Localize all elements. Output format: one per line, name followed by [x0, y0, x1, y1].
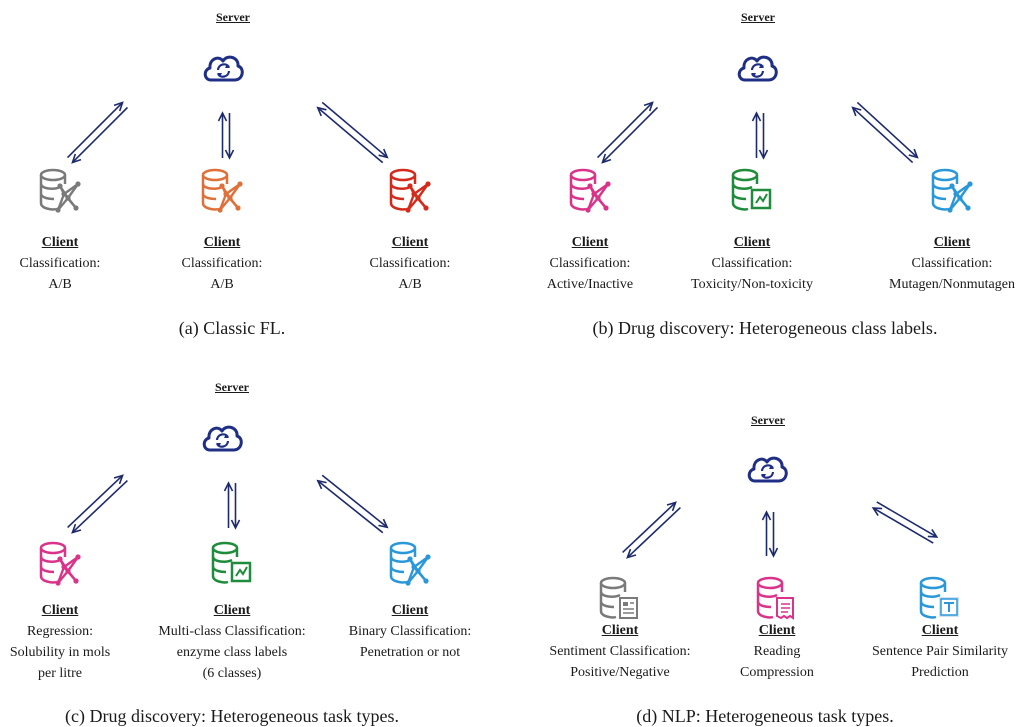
- bidirectional-arrow-icon: [223, 481, 241, 530]
- client-label: Client: [213, 603, 251, 618]
- client-task: Classification: A/B: [19, 256, 101, 292]
- server-label: Server: [215, 380, 249, 394]
- client-label: Client: [601, 623, 639, 638]
- cloud-sync-icon: [737, 55, 778, 82]
- client-label: Client: [921, 623, 959, 638]
- client-label: Client: [203, 235, 241, 250]
- database-network-icon: [389, 541, 431, 586]
- database-network-icon: [39, 541, 81, 586]
- database-text-icon: [919, 576, 959, 619]
- client-task: Classification: Mutagen/Nonmutagen: [889, 256, 1015, 292]
- database-chart-icon: [731, 168, 772, 211]
- server-label: Server: [216, 10, 250, 24]
- panel-caption: (c) Drug discovery: Heterogeneous task t…: [65, 706, 399, 726]
- panel-caption: (b) Drug discovery: Heterogeneous class …: [592, 318, 938, 338]
- client-task: Sentiment Classification: Positive/Negat…: [549, 644, 691, 680]
- cloud-sync-icon: [747, 456, 788, 483]
- client-label: Client: [758, 623, 796, 638]
- database-network-icon: [201, 168, 243, 213]
- client-task: Classification: Active/Inactive: [546, 256, 634, 292]
- bidirectional-arrow-icon: [67, 474, 128, 534]
- client-task: Binary Classification: Penetration or no…: [348, 624, 472, 660]
- bidirectional-arrow-icon: [871, 501, 939, 544]
- client-label: Client: [41, 235, 79, 250]
- client-label: Client: [41, 603, 79, 618]
- client-task: Multi-class Classification: enzyme class…: [158, 624, 306, 681]
- client-label: Client: [391, 235, 429, 250]
- cloud-sync-icon: [203, 55, 244, 82]
- database-network-icon: [931, 168, 973, 213]
- database-network-icon: [39, 168, 81, 213]
- database-network-icon: [569, 168, 611, 213]
- database-document-icon: [599, 576, 638, 619]
- server-label: Server: [751, 413, 785, 427]
- client-label: Client: [391, 603, 429, 618]
- bidirectional-arrow-icon: [622, 501, 681, 559]
- database-receipt-icon: [756, 576, 794, 620]
- bidirectional-arrow-icon: [66, 101, 129, 164]
- bidirectional-arrow-icon: [761, 510, 779, 558]
- bidirectional-arrow-icon: [316, 474, 389, 534]
- client-label: Client: [571, 235, 609, 250]
- bidirectional-arrow-icon: [316, 101, 389, 164]
- client-label: Client: [933, 235, 971, 250]
- client-task: Regression: Solubility in mols per litre: [9, 624, 111, 681]
- cloud-sync-icon: [202, 425, 243, 452]
- client-task: Classification: A/B: [181, 256, 263, 292]
- client-task: Classification: Toxicity/Non-toxicity: [691, 256, 813, 292]
- client-task: Sentence Pair Similarity Prediction: [871, 644, 1009, 680]
- client-task: Reading Compression: [740, 644, 814, 680]
- bidirectional-arrow-icon: [751, 111, 769, 160]
- client-label: Client: [733, 235, 771, 250]
- database-network-icon: [389, 168, 431, 213]
- panel-caption: (a) Classic FL.: [178, 318, 286, 338]
- server-label: Server: [741, 10, 775, 24]
- bidirectional-arrow-icon: [596, 101, 659, 164]
- client-task: Classification: A/B: [369, 256, 451, 292]
- bidirectional-arrow-icon: [217, 111, 235, 160]
- panel-caption: (d) NLP: Heterogeneous task types.: [636, 706, 894, 726]
- bidirectional-arrow-icon: [851, 101, 919, 164]
- database-chart-icon: [211, 541, 252, 584]
